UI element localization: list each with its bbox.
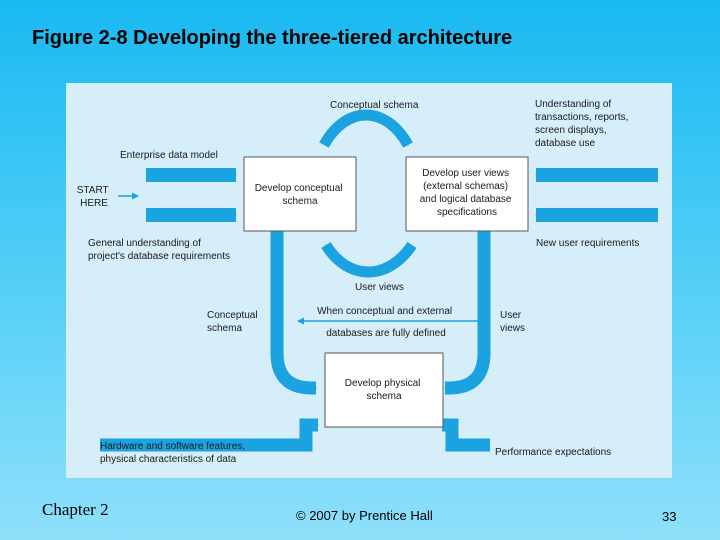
develop-physical-schema-box <box>324 352 444 428</box>
performance-label: Performance expectations <box>495 447 611 458</box>
fully-defined-label: When conceptual and external databases a… <box>317 306 455 339</box>
external-box-line-1: Develop user views <box>422 168 509 179</box>
conceptual-schema-arrow <box>319 109 413 148</box>
start-here-label: START HERE <box>77 185 111 209</box>
conceptual-schema-side-label: Conceptual schema <box>207 310 260 334</box>
develop-user-views-box <box>405 156 529 232</box>
general-understanding-label: General understanding of project's datab… <box>88 238 230 262</box>
chapter-label: Chapter 2 <box>42 500 109 519</box>
user-views-side-label: User views <box>500 310 525 334</box>
conceptual-box-line-1: Develop conceptual <box>255 183 343 194</box>
conceptual-to-physical-flow <box>270 231 317 395</box>
external-box-line-3: and logical database <box>420 194 512 205</box>
performance-arrow <box>441 418 490 452</box>
external-to-physical-flow <box>444 231 491 395</box>
hardware-arrow <box>100 418 319 452</box>
external-box-line-4: specifications <box>437 207 497 218</box>
copyright: © 2007 by Prentice Hall <box>296 508 433 523</box>
enterprise-model-label: Enterprise data model <box>120 150 218 161</box>
new-requirements-label: New user requirements <box>536 238 639 249</box>
develop-conceptual-schema-box <box>243 156 357 232</box>
svg-text:Develop user views (extern: Develop user views (external schemas) an… <box>420 168 515 218</box>
hardware-label: Hardware and software features, physical… <box>100 441 248 465</box>
external-box-line-2: (external schemas) <box>423 181 508 192</box>
understanding-label: Understanding of transactions, reports, … <box>535 99 631 149</box>
physical-box-line-1: Develop physical <box>345 378 421 389</box>
conceptual-schema-label: Conceptual schema <box>330 100 419 111</box>
physical-box-line-2: schema <box>366 391 401 402</box>
conceptual-box-line-2: schema <box>282 196 317 207</box>
svg-text:Develop conceptual schema: Develop conceptual schema <box>255 183 346 207</box>
three-tiered-architecture-diagram: Develop conceptual schema Develop user v… <box>66 83 672 478</box>
svg-text:Develop physical schema: Develop physical schema <box>345 378 423 402</box>
user-views-arrow <box>321 241 417 278</box>
slide-title: Figure 2-8 Developing the three-tiered a… <box>32 27 513 49</box>
user-views-label: User views <box>355 282 404 293</box>
page-number: 33 <box>662 509 677 524</box>
